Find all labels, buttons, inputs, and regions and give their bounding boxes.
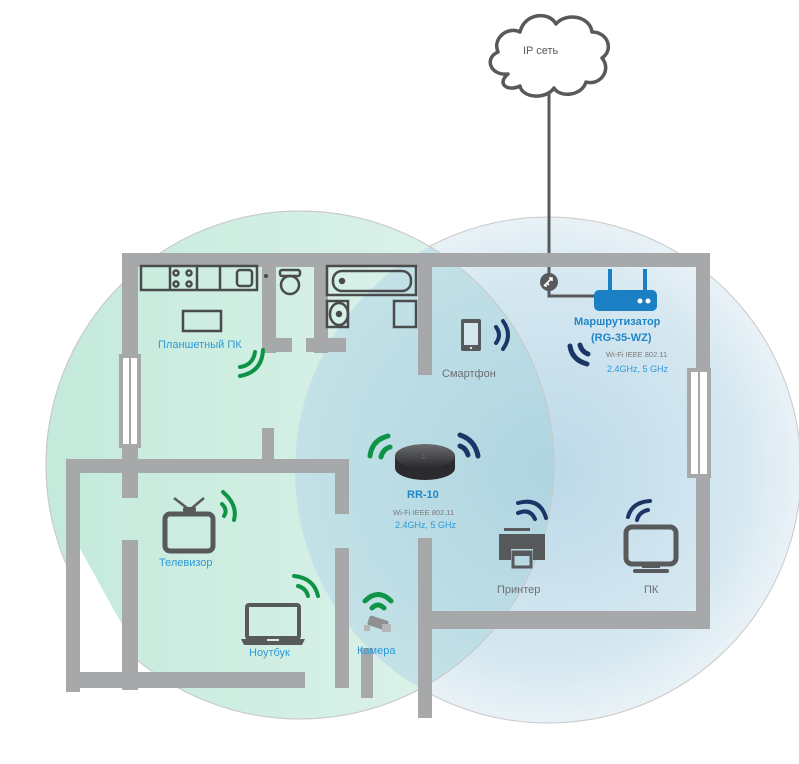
wifi-icon-camera (362, 592, 394, 611)
repeater-freq: 2.4GHz, 5 GHz (395, 520, 457, 530)
wifi-icon-tv (220, 490, 237, 522)
ip-network-cable (547, 94, 596, 298)
window-left (119, 354, 141, 448)
camera-label: Камера (357, 645, 396, 657)
toilet-icon (278, 268, 302, 296)
router-spec: Wi-Fi IEEE 802.11 (606, 350, 668, 359)
pc-label: ПК (644, 584, 659, 596)
wifi-icon-printer (516, 499, 548, 521)
tv-label: Телевизор (159, 557, 213, 569)
pc-monitor-icon (623, 524, 679, 573)
svg-text:·:·: ·:· (421, 455, 427, 461)
ip-network-label: IP сеть (523, 45, 559, 57)
tv-icon (162, 497, 216, 554)
wifi-icon-pc (626, 499, 652, 522)
wifi-icon-repeater-left (367, 433, 393, 460)
bathtub-icon (325, 264, 418, 329)
laptop-icon (241, 603, 305, 645)
repeater-spec: Wi-Fi IEEE 802.11 (393, 508, 455, 517)
router-freq: 2.4GHz, 5 GHz (607, 364, 669, 374)
repeater-name: RR-10 (407, 489, 439, 501)
tablet-label: Планшетный ПК (158, 339, 242, 351)
outside-area (78, 545, 125, 672)
repeater-device-icon: ·:· (395, 444, 455, 480)
router-icon (594, 269, 657, 311)
wifi-icon-repeater-right (457, 432, 481, 459)
router-name: Маршрутизатор (574, 316, 661, 328)
kitchen-counter (139, 264, 259, 292)
smartphone-label: Смартфон (442, 368, 496, 380)
wall-dot (264, 274, 268, 278)
ethernet-port-icon (540, 273, 558, 291)
wifi-icon-router (567, 342, 591, 367)
router-model: (RG-35-WZ) (591, 332, 652, 344)
table-icon (181, 309, 223, 333)
printer-label: Принтер (497, 584, 541, 596)
printer-icon (499, 528, 545, 569)
smartphone-icon (461, 319, 481, 351)
wifi-icon-tablet (238, 348, 265, 378)
wifi-icon-laptop (292, 574, 320, 598)
wifi-icon-smartphone (494, 319, 510, 351)
camera-icon (364, 615, 391, 632)
cloud-icon (488, 13, 611, 98)
window-right (687, 368, 711, 478)
laptop-label: Ноутбук (249, 647, 290, 659)
